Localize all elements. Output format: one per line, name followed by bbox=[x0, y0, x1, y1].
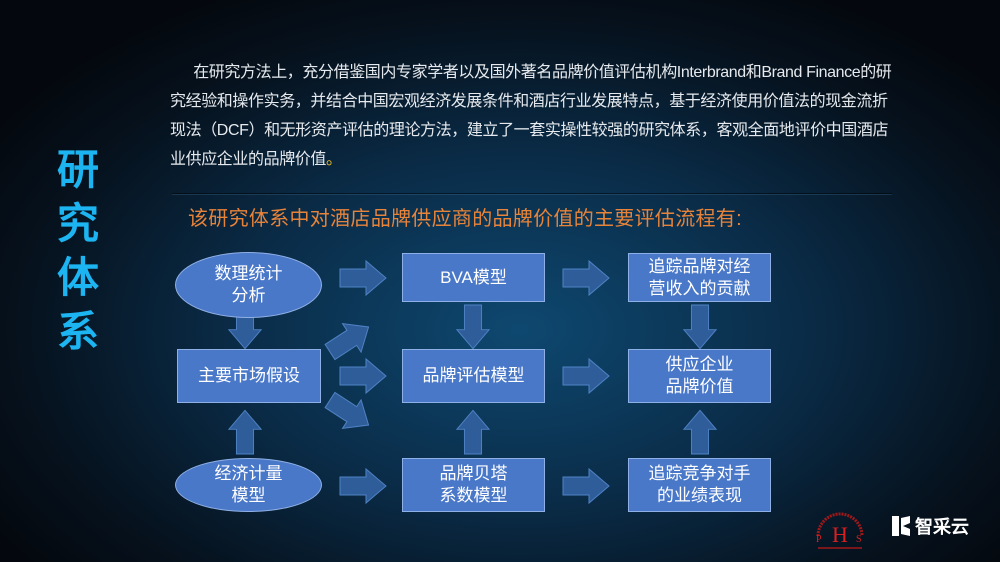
node-label: 品牌价值 bbox=[665, 377, 734, 396]
node-label: 品牌贝塔 bbox=[439, 464, 508, 483]
arrow-diagonal-up-icon bbox=[320, 312, 379, 367]
node-track-competitor: 追踪竞争对手的业绩表现 bbox=[628, 458, 771, 512]
node-econometric: 经济计量模型 bbox=[175, 458, 322, 512]
paragraph-end: 。 bbox=[326, 151, 342, 168]
arrow-diagonal-down-icon bbox=[320, 385, 379, 440]
node-label: 的业绩表现 bbox=[657, 486, 742, 505]
title-char: 体 bbox=[56, 254, 99, 301]
node-label: 分析 bbox=[231, 286, 266, 305]
arrow-right-icon bbox=[339, 358, 387, 394]
arrow-right-icon bbox=[562, 358, 610, 394]
node-stat-analysis: 数理统计分析 bbox=[175, 252, 322, 318]
arrow-right-icon bbox=[339, 468, 387, 504]
arrow-down-icon bbox=[456, 304, 490, 350]
arrow-up-icon bbox=[683, 409, 717, 455]
node-label: 数理统计 bbox=[214, 264, 283, 283]
node-label: 经济计量 bbox=[214, 464, 283, 483]
svg-text:H: H bbox=[832, 522, 848, 547]
arrow-right-icon bbox=[562, 260, 610, 296]
zhicaiyun-logo: 智采云 bbox=[890, 513, 969, 539]
node-label: 追踪竞争对手 bbox=[648, 464, 751, 483]
intro-paragraph: 在研究方法上，充分借鉴国内专家学者以及国外著名品牌价值评估机构Interbran… bbox=[170, 58, 895, 176]
title-char: 系 bbox=[56, 308, 99, 355]
arrow-up-icon bbox=[228, 409, 262, 455]
node-label: 营收入的贡献 bbox=[648, 278, 751, 298]
section-title: 研 究 体 系 bbox=[52, 143, 104, 359]
paragraph-text: 在研究方法上，充分借鉴国内专家学者以及国外著名品牌价值评估机构Interbran… bbox=[170, 64, 892, 168]
node-label: 供应企业 bbox=[665, 355, 734, 374]
title-char: 究 bbox=[56, 200, 99, 247]
arrow-up-icon bbox=[456, 409, 490, 455]
node-brand-eval: 品牌评估模型 bbox=[402, 349, 545, 403]
divider bbox=[172, 193, 892, 194]
node-label: 模型 bbox=[231, 486, 266, 505]
zhicaiyun-text: 智采云 bbox=[915, 517, 969, 537]
flow-subtitle: 该研究体系中对酒店品牌供应商的品牌价值的主要评估流程有: bbox=[188, 208, 742, 230]
node-bva: BVA模型 bbox=[402, 253, 545, 302]
arrow-right-icon bbox=[339, 260, 387, 296]
phs-logo: P H S bbox=[816, 512, 864, 549]
node-supplier-value: 供应企业品牌价值 bbox=[628, 349, 771, 403]
svg-text:P: P bbox=[816, 534, 822, 545]
node-label: 追踪品牌对经 bbox=[648, 256, 751, 276]
node-label: 系数模型 bbox=[439, 486, 508, 505]
arrow-right-icon bbox=[562, 468, 610, 504]
title-char: 研 bbox=[56, 146, 99, 193]
node-market-assumption: 主要市场假设 bbox=[177, 349, 321, 403]
arrow-down-icon bbox=[683, 304, 717, 350]
node-beta: 品牌贝塔系数模型 bbox=[402, 458, 545, 512]
node-track-revenue: 追踪品牌对经营收入的贡献 bbox=[628, 253, 771, 302]
svg-text:S: S bbox=[856, 534, 862, 545]
zhicaiyun-mark-icon bbox=[892, 516, 910, 536]
